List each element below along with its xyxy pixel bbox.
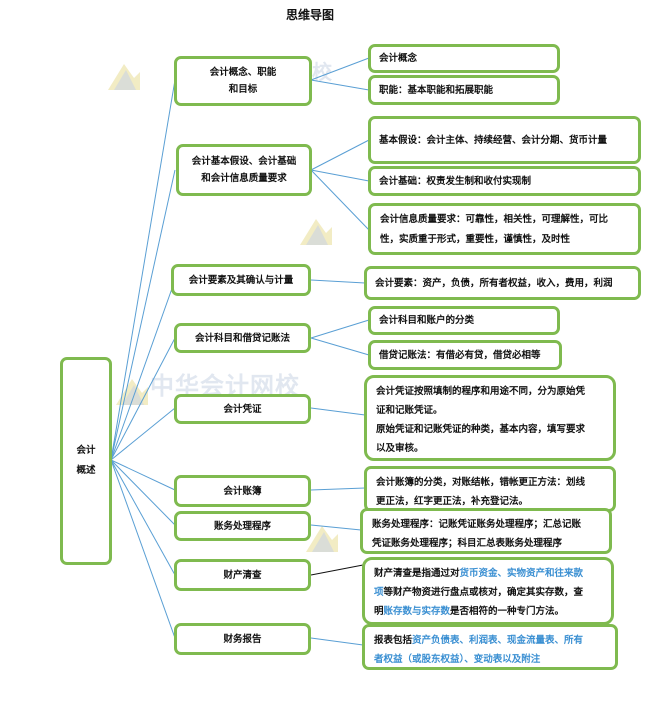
text-run: 明 — [374, 606, 384, 617]
root-label-line2: 概述 — [76, 465, 96, 476]
highlight-text: 项 — [374, 587, 384, 598]
leaf-procedure-details: 账务处理程序：记账凭证账务处理程序；汇总记账 凭证账务处理程序；科目汇总表账务处… — [360, 508, 612, 554]
watermark-logo-icon — [300, 219, 332, 245]
branch-concept-function-goal: 会计概念、职能 和目标 — [174, 56, 312, 106]
watermark-logo-icon — [108, 64, 140, 90]
highlight-text: 货币资金、实物资产和往来款 — [459, 568, 584, 579]
branch-label-line1: 会计基本假设、会计基础 — [191, 156, 297, 167]
branch-vouchers: 会计凭证 — [174, 394, 311, 424]
leaf-line: 性，实质重于形式，重要性，谨慎性，及时性 — [380, 234, 571, 245]
text-run: 财产清查是指通过对 — [374, 568, 460, 579]
leaf-basic-assumptions: 基本假设：会计主体、持续经营、会计分期、货币计量 — [368, 116, 641, 164]
leaf-double-entry-rule: 借贷记账法：有借必有贷，借贷必相等 — [368, 340, 562, 370]
leaf-line: 会计凭证按照填制的程序和用途不同，分为原始凭 — [376, 386, 586, 397]
branch-financial-report: 财务报告 — [174, 623, 311, 655]
branch-inventory-check: 财产清查 — [174, 559, 311, 591]
text-run: 报表包括 — [374, 635, 413, 646]
branch-accounts-double-entry: 会计科目和借贷记账法 — [174, 323, 311, 353]
branch-label-line1: 会计概念、职能 — [209, 67, 277, 78]
leaf-concept: 会计概念 — [368, 44, 560, 73]
leaf-line: 账务处理程序：记账凭证账务处理程序；汇总记账 — [372, 519, 582, 530]
leaf-line: 更正法，红字更正法，补充登记法。 — [376, 496, 529, 507]
branch-assumptions-basis-quality: 会计基本假设、会计基础 和会计信息质量要求 — [176, 144, 312, 196]
leaf-line: 原始凭证和记账凭证的种类，基本内容，填写要求 — [376, 424, 586, 435]
root-node: 会计 概述 — [60, 357, 112, 565]
leaf-account-classification: 会计科目和账户的分类 — [368, 306, 560, 335]
highlight-text: 者权益（或股东权益）、变动表以及附注 — [374, 654, 541, 665]
branch-label-line2: 和目标 — [228, 84, 258, 95]
root-label-line1: 会计 — [76, 445, 96, 456]
highlight-text: 资产负债表、利润表、现金流量表、所有 — [412, 635, 584, 646]
branch-procedures: 账务处理程序 — [174, 511, 311, 541]
leaf-quality-requirements: 会计信息质量要求：可靠性，相关性，可理解性，可比 性，实质重于形式，重要性，谨慎… — [368, 203, 641, 255]
leaf-line: 凭证账务处理程序；科目汇总表账务处理程序 — [372, 538, 563, 549]
leaf-books-details: 会计账簿的分类，对账结帐，错帐更正方法：划线 更正法，红字更正法，补充登记法。 — [364, 466, 616, 512]
leaf-inventory-definition: 财产清查是指通过对货币资金、实物资产和往来款 项等财产物资进行盘点或核对，确定其… — [362, 557, 614, 625]
leaf-function: 职能：基本职能和拓展职能 — [368, 75, 560, 105]
watermark-logo-icon — [116, 379, 148, 405]
leaf-line: 证和记账凭证。 — [376, 405, 443, 416]
leaf-report-contents: 报表包括资产负债表、利润表、现金流量表、所有 者权益（或股东权益）、变动表以及附… — [362, 624, 618, 670]
branch-elements: 会计要素及其确认与计量 — [171, 264, 311, 296]
highlight-text: 账存数与实存数 — [383, 606, 451, 617]
page-title: 思维导图 — [285, 8, 334, 22]
text-run: 是否相符的一种专门方法。 — [450, 606, 565, 617]
leaf-line: 会计账簿的分类，对账结帐，错帐更正方法：划线 — [376, 477, 586, 488]
branch-books: 会计账簿 — [174, 475, 311, 507]
leaf-accounting-elements: 会计要素：资产，负债，所有者权益，收入，费用，利润 — [364, 266, 641, 300]
watermark-logo-icon — [306, 526, 338, 552]
leaf-line: 以及审核。 — [376, 443, 424, 454]
leaf-accounting-basis: 会计基础：权责发生制和收付实现制 — [368, 166, 641, 196]
text-run: 等财产物资进行盘点或核对，确定其实存数，查 — [383, 587, 584, 598]
leaf-line: 会计信息质量要求：可靠性，相关性，可理解性，可比 — [380, 214, 609, 225]
branch-label-line2: 和会计信息质量要求 — [201, 173, 287, 184]
leaf-voucher-details: 会计凭证按照填制的程序和用途不同，分为原始凭 证和记账凭证。 原始凭证和记账凭证… — [364, 375, 616, 461]
